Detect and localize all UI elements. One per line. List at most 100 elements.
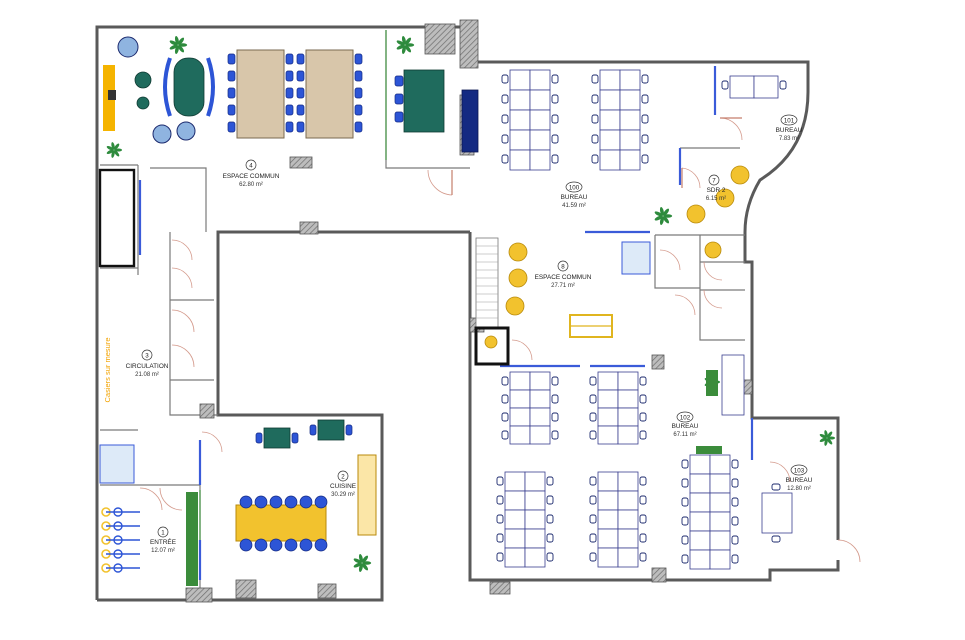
desk <box>597 389 619 409</box>
desk <box>597 425 619 445</box>
room-number: 2 <box>341 474 345 481</box>
chair <box>551 134 559 144</box>
chair <box>299 495 313 509</box>
plant-leaf <box>404 37 412 45</box>
chair <box>309 424 317 436</box>
chair <box>589 514 597 524</box>
kitchen-chairs <box>239 424 353 552</box>
chair <box>496 514 504 524</box>
plant-leaf <box>169 40 178 46</box>
chair <box>639 412 647 422</box>
room-label-102: 102 BUREAU 67.11 m² <box>672 411 699 438</box>
chair <box>591 94 599 104</box>
desk <box>509 129 531 151</box>
room-number: 102 <box>680 415 691 422</box>
room-name: ENTRÉE <box>150 537 176 546</box>
workstations <box>496 69 793 570</box>
desk <box>509 149 531 171</box>
desk <box>689 530 711 551</box>
plant-leaf <box>819 434 827 439</box>
desk <box>529 69 551 91</box>
room-name: BUREAU <box>786 477 813 484</box>
chair <box>354 70 363 82</box>
chair <box>589 533 597 543</box>
chair <box>641 114 649 124</box>
desk <box>509 389 531 409</box>
chair <box>641 134 649 144</box>
chair <box>269 495 283 509</box>
chair <box>296 87 305 99</box>
desk <box>761 492 793 534</box>
planter <box>696 446 722 454</box>
desk <box>617 407 639 427</box>
desk <box>509 407 531 427</box>
bike-rack <box>101 507 140 573</box>
desk <box>597 471 619 492</box>
chair <box>269 538 283 552</box>
doors <box>139 117 861 563</box>
chair <box>551 74 559 84</box>
chair <box>639 376 647 386</box>
room-area: 62.80 m² <box>239 182 263 188</box>
room-label-103: 103 BUREAU 12.80 m² <box>786 464 813 492</box>
desk <box>504 490 526 511</box>
desk <box>504 547 526 568</box>
room-number: 4 <box>249 163 253 170</box>
chair <box>589 430 597 440</box>
common-area-8-furniture <box>505 165 750 416</box>
chair <box>285 121 294 133</box>
room-area: 6.15 m² <box>706 196 726 202</box>
desk <box>709 454 731 475</box>
chair <box>254 495 268 509</box>
chair <box>731 516 739 526</box>
plant-leaf <box>662 208 670 216</box>
desk <box>597 371 619 391</box>
desk <box>619 69 641 91</box>
chair <box>639 430 647 440</box>
desk <box>509 425 531 445</box>
chair <box>551 376 559 386</box>
chair <box>589 495 597 505</box>
chair <box>314 538 328 552</box>
plant-leaf <box>827 436 836 440</box>
plant-leaf <box>353 562 362 568</box>
desk <box>619 129 641 151</box>
desk <box>504 509 526 530</box>
chair <box>501 376 509 386</box>
chair <box>641 74 649 84</box>
desk <box>709 492 731 513</box>
plant-leaf <box>106 146 114 151</box>
desk <box>709 549 731 570</box>
chair <box>546 533 554 543</box>
plant-leaf <box>819 437 827 442</box>
desk <box>689 511 711 532</box>
chair <box>501 114 509 124</box>
desk <box>597 528 619 549</box>
desk <box>597 547 619 568</box>
plant-leaf <box>396 44 405 50</box>
plant-leaf <box>113 143 120 150</box>
chair <box>731 497 739 507</box>
chair <box>779 80 787 90</box>
chair <box>501 394 509 404</box>
chair <box>496 476 504 486</box>
chair <box>546 514 554 524</box>
kitchen-furniture <box>99 419 377 542</box>
plant-leaf <box>824 430 828 438</box>
plant-leaf <box>358 554 363 563</box>
chair <box>681 554 689 564</box>
chair <box>314 495 328 509</box>
room-name: ESPACE COMMUN <box>223 173 280 180</box>
desk <box>619 109 641 131</box>
room-name: ESPACE COMMUN <box>535 274 592 281</box>
desk <box>689 454 711 475</box>
plant-leaf <box>353 558 362 564</box>
chair <box>496 552 504 562</box>
room-name: BUREAU <box>672 423 699 430</box>
lounge-chairs <box>227 53 404 133</box>
desk <box>617 490 639 511</box>
room-number: 7 <box>712 178 716 185</box>
chair <box>296 70 305 82</box>
desk <box>529 109 551 131</box>
chair <box>296 104 305 116</box>
